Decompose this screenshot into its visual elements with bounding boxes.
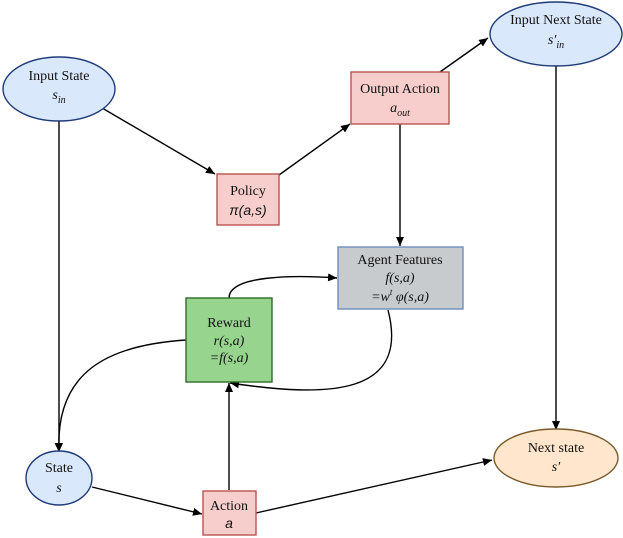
- input-next-state-symbol: s′in: [548, 33, 564, 51]
- input-state-shape: [2, 56, 116, 122]
- policy-formula: π(a,s): [229, 202, 266, 218]
- edge-state-to-action: [91, 486, 203, 516]
- edge-reward-to-state: [54, 339, 187, 453]
- reward-title: Reward: [207, 316, 251, 331]
- agent-features-line1: f(s,a): [385, 271, 415, 286]
- agent-features-line2-suffix: φ(s,a): [392, 290, 429, 305]
- reward-shape: [185, 297, 273, 383]
- next-state-shape: [493, 428, 619, 488]
- agent-features-line2-sup: t: [390, 287, 393, 297]
- input-next-state-s: s′: [548, 33, 557, 48]
- node-input-state[interactable]: Input State sin: [2, 56, 116, 122]
- agent-features-shape: [337, 246, 464, 310]
- next-state-symbol: s′: [552, 460, 561, 475]
- edge-input-state-to-policy: [96, 104, 216, 175]
- reward-line2: =f(s,a): [210, 351, 249, 366]
- output-action-shape: [350, 71, 450, 125]
- action-title: Action: [210, 499, 248, 514]
- state-title: State: [45, 461, 73, 476]
- output-action-title: Output Action: [360, 82, 440, 97]
- node-reward[interactable]: Reward r(s,a) =f(s,a): [185, 297, 273, 383]
- edge-action-to-next-state: [255, 458, 493, 514]
- output-action-a: a: [390, 101, 397, 116]
- input-state-s: s: [52, 88, 58, 103]
- output-action-symbol: aout: [390, 101, 410, 119]
- action-symbol: a: [225, 515, 233, 531]
- input-state-sub: in: [58, 95, 66, 106]
- node-input-next-state[interactable]: Input Next State s′in: [489, 1, 623, 67]
- node-output-action[interactable]: Output Action aout: [350, 71, 450, 125]
- next-state-title: Next state: [528, 441, 584, 456]
- agent-features-title: Agent Features: [357, 253, 442, 268]
- edge-reward-to-agent-features: [228, 273, 338, 299]
- node-policy[interactable]: Policy π(a,s): [216, 173, 280, 226]
- input-next-state-shape: [489, 1, 623, 67]
- policy-shape: [216, 173, 280, 226]
- edge-output-action-to-input-next-state: [439, 37, 489, 73]
- policy-title: Policy: [230, 184, 266, 199]
- input-next-state-title: Input Next State: [510, 13, 602, 28]
- input-state-symbol: sin: [52, 88, 65, 106]
- input-next-state-sub: in: [556, 40, 564, 51]
- node-action[interactable]: Action a: [202, 490, 257, 536]
- state-shape: [25, 450, 93, 506]
- agent-features-line2-prefix: =w: [371, 290, 390, 305]
- node-state[interactable]: State s: [25, 450, 93, 506]
- node-next-state[interactable]: Next state s′: [493, 428, 619, 488]
- action-shape: [202, 490, 257, 536]
- edges: [54, 37, 560, 516]
- edge-policy-to-output-action: [278, 123, 351, 176]
- state-symbol: s: [56, 481, 62, 496]
- edge-agent-features-to-reward: [229, 309, 393, 391]
- input-state-title: Input State: [28, 69, 89, 84]
- node-agent-features[interactable]: Agent Features f(s,a) =wt φ(s,a): [337, 246, 464, 310]
- output-action-sub: out: [397, 108, 410, 119]
- reward-line1: r(s,a): [214, 334, 245, 349]
- agent-features-line2: =wt φ(s,a): [371, 287, 429, 305]
